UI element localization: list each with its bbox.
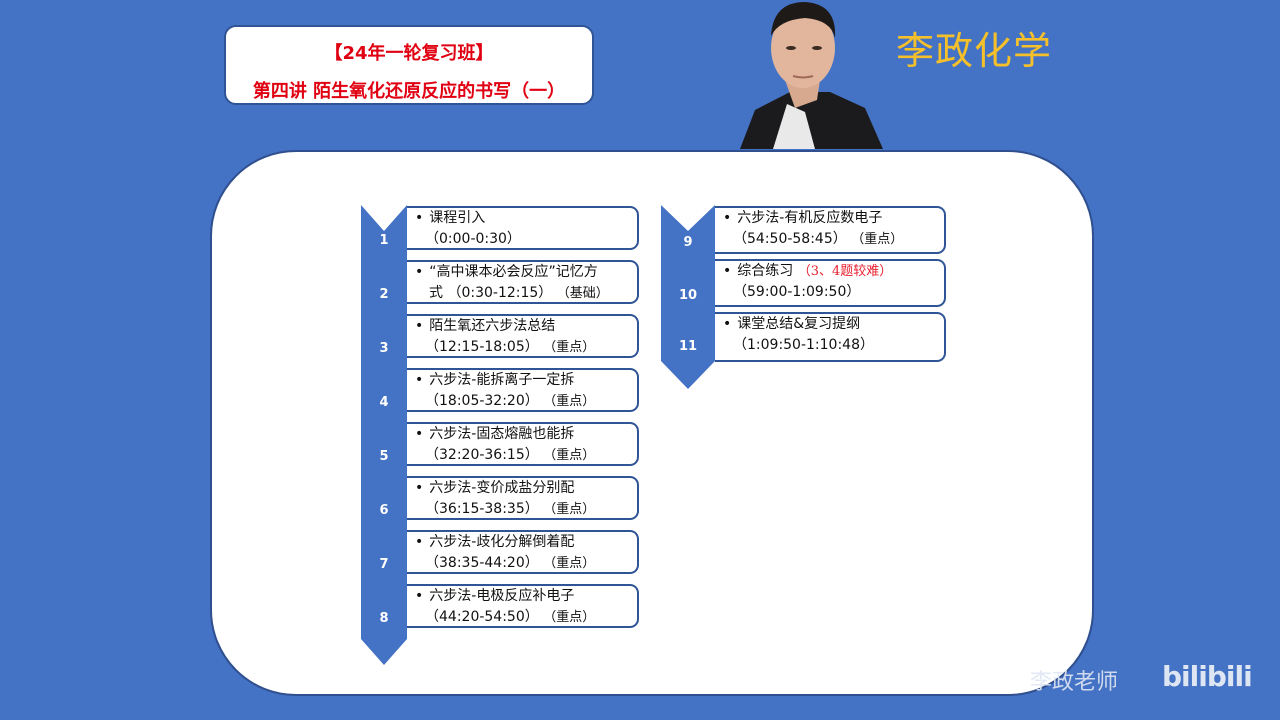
step-box: • 课堂总结&复习提纲 （1:09:50-1:10:48）: [715, 312, 946, 362]
step-time: （12:15-18:05）: [425, 339, 539, 355]
step-box: • 六步法-变价成盐分别配 （36:15-38:35） （重点）: [407, 476, 639, 520]
step-time: （18:05-32:20）: [425, 393, 539, 409]
step-number: 5: [379, 449, 389, 464]
bullet-icon: •: [415, 318, 424, 334]
teacher-photo: [735, 0, 885, 149]
bullet-icon: •: [723, 210, 732, 226]
bullet-icon: •: [415, 534, 424, 550]
step-title: “高中课本必会反应”记忆方: [429, 264, 598, 280]
step-title: 六步法-能拆离子一定拆: [429, 372, 575, 388]
bullet-icon: •: [415, 426, 424, 442]
step-number: 6: [379, 503, 389, 518]
step-number: 9: [683, 235, 693, 250]
step-tag: （重点）: [543, 556, 596, 571]
step-time: 式 （0:30-12:15）: [429, 285, 553, 301]
step-title: 六步法-变价成盐分别配: [429, 480, 575, 496]
step-tag: （重点）: [851, 232, 904, 247]
step-number: 7: [379, 557, 389, 572]
step-title: 六步法-电极反应补电子: [429, 588, 575, 604]
brand-logo-text: 李政化学: [896, 29, 1053, 73]
step-number: 2: [379, 287, 389, 302]
step-box: • 六步法-电极反应补电子 （44:20-54:50） （重点）: [407, 584, 639, 628]
step-title: 综合练习: [737, 263, 794, 279]
bullet-icon: •: [415, 588, 424, 604]
step-number: 11: [678, 339, 698, 354]
step-number: 10: [678, 288, 698, 303]
step-time: （54:50-58:45）: [733, 231, 847, 247]
step-tag: （基础）: [556, 286, 609, 301]
difficulty-note: （3、4题较难）: [797, 264, 893, 279]
step-time: （38:35-44:20）: [425, 555, 539, 571]
bullet-icon: •: [415, 372, 424, 388]
step-time: （32:20-36:15）: [425, 447, 539, 463]
step-box: • 课程引入 （0:00-0:30）: [407, 206, 639, 250]
step-tag: （重点）: [543, 448, 596, 463]
bullet-icon: •: [415, 210, 424, 226]
step-box: • 六步法-歧化分解倒着配 （38:35-44:20） （重点）: [407, 530, 639, 574]
step-number: 1: [379, 233, 389, 248]
step-number: 8: [379, 611, 389, 626]
step-box: • 陌生氧还六步法总结 （12:15-18:05） （重点）: [407, 314, 639, 358]
step-title: 六步法-固态熔融也能拆: [429, 426, 575, 442]
bullet-icon: •: [723, 263, 732, 279]
author-watermark: 李政老师: [1030, 670, 1119, 695]
outline-panel: [210, 150, 1094, 696]
step-time: （59:00-1:09:50）: [733, 284, 861, 300]
step-time: （1:09:50-1:10:48）: [733, 337, 874, 353]
step-tag: （重点）: [543, 610, 596, 625]
step-title: 六步法-有机反应数电子: [737, 210, 883, 226]
step-title: 课堂总结&复习提纲: [737, 316, 861, 332]
step-box: • 六步法-有机反应数电子 （54:50-58:45） （重点）: [715, 206, 946, 254]
step-time: （36:15-38:35）: [425, 501, 539, 517]
step-number: 4: [379, 395, 389, 410]
bilibili-logo: bilibili: [1162, 660, 1253, 693]
step-title: 课程引入: [429, 210, 486, 226]
step-number: 3: [379, 341, 389, 356]
bullet-icon: •: [415, 264, 424, 280]
step-box: • 六步法-固态熔融也能拆 （32:20-36:15） （重点）: [407, 422, 639, 466]
step-time: （44:20-54:50）: [425, 609, 539, 625]
bullet-icon: •: [723, 316, 732, 332]
step-tag: （重点）: [543, 502, 596, 517]
step-title: 陌生氧还六步法总结: [429, 318, 556, 334]
lecture-title-box: 【24年一轮复习班】 第四讲 陌生氧化还原反应的书写（一）: [224, 25, 594, 105]
step-title: 六步法-歧化分解倒着配: [429, 534, 575, 550]
step-tag: （重点）: [543, 340, 596, 355]
step-box: • 综合练习 （3、4题较难） （59:00-1:09:50）: [715, 259, 946, 307]
lecture-title: 第四讲 陌生氧化还原反应的书写（一）: [252, 81, 566, 102]
step-time: （0:00-0:30）: [425, 231, 521, 247]
course-title: 【24年一轮复习班】: [324, 43, 494, 64]
step-tag: （重点）: [543, 394, 596, 409]
step-box: • “高中课本必会反应”记忆方 式 （0:30-12:15） （基础）: [407, 260, 639, 304]
step-box: • 六步法-能拆离子一定拆 （18:05-32:20） （重点）: [407, 368, 639, 412]
bullet-icon: •: [415, 480, 424, 496]
